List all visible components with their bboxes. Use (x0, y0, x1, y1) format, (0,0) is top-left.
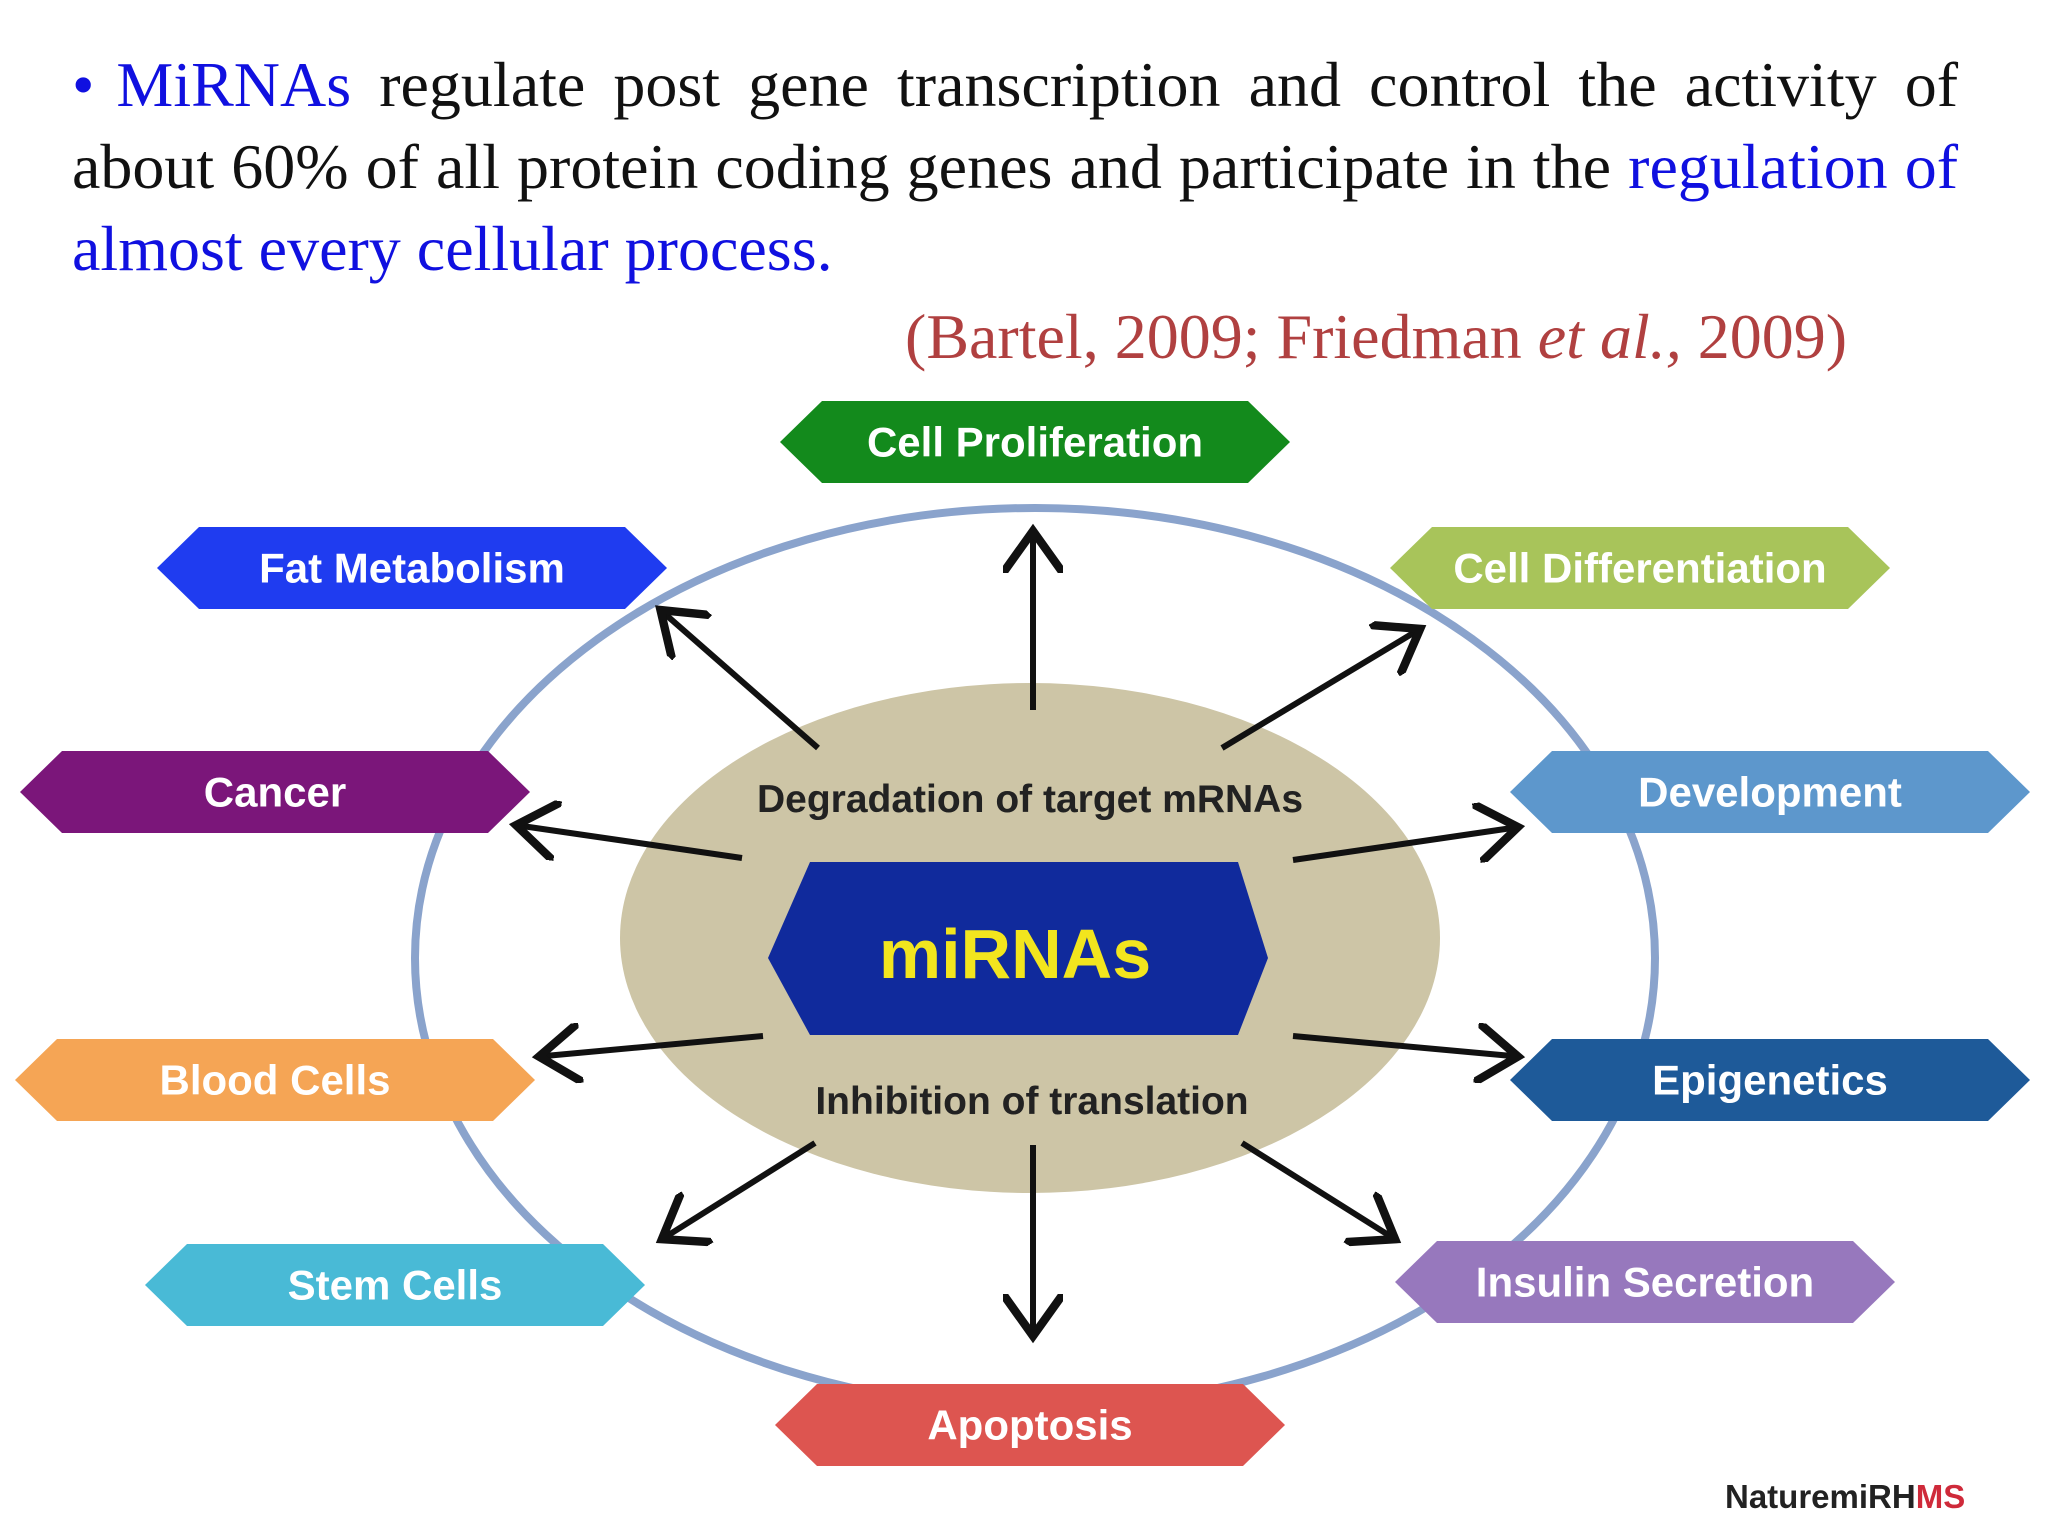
process-label-stem-cells: Stem Cells (288, 1262, 503, 1309)
brand-main: NaturemiRH (1725, 1478, 1916, 1515)
mirna-term: MiRNAs (116, 49, 352, 120)
process-label-blood-cells: Blood Cells (159, 1057, 390, 1104)
process-tag-cancer (20, 751, 530, 833)
process-label-fat-metabolism: Fat Metabolism (259, 545, 565, 592)
arrow-epigenetics (1292, 1036, 1512, 1056)
process-label-cell-differentiation: Cell Differentiation (1453, 545, 1826, 592)
center-label: miRNAs (879, 915, 1151, 993)
arrows (522, 537, 1512, 1330)
process-tag-fat-metabolism (157, 527, 667, 609)
citation-part-b: 2009) (1681, 301, 1848, 372)
process-tag-epigenetics (1510, 1039, 2030, 1121)
arrow-blood-cells (545, 1036, 764, 1056)
brand-watermark: NaturemiRHMS (1725, 1478, 1965, 1516)
citation: (Bartel, 2009; Friedman et al., 2009) (905, 296, 1847, 378)
slide-body-text: regulate post gene transcription and con… (72, 49, 1958, 202)
center-hexagon (768, 862, 1268, 1035)
arrow-stem-cells (667, 1140, 817, 1236)
process-tag-cell-differentiation (1390, 527, 1890, 609)
process-label-development: Development (1638, 769, 1902, 816)
process-tag-insulin-secretion (1395, 1241, 1895, 1323)
process-tag-apoptosis (775, 1384, 1285, 1466)
upper-mechanism-label: Degradation of target mRNAs (757, 778, 1303, 821)
arrow-cancer (522, 826, 743, 861)
lower-mechanism-label: Inhibition of translation (815, 1080, 1248, 1123)
process-label-insulin-secretion: Insulin Secretion (1476, 1259, 1814, 1306)
citation-part-a: (Bartel, 2009; Friedman (905, 301, 1538, 372)
arrow-fat-metabolism (665, 614, 820, 751)
process-label-cancer: Cancer (204, 769, 346, 816)
brand-accent: MS (1915, 1478, 1966, 1515)
process-tag-development (1510, 751, 2030, 833)
arrow-development (1292, 828, 1512, 863)
bullet-marker: • (72, 49, 95, 120)
slide-text: • MiRNAs regulate post gene transcription… (72, 44, 1958, 290)
process-label-apoptosis: Apoptosis (927, 1402, 1132, 1449)
process-tag-stem-cells (145, 1244, 645, 1326)
process-tag-blood-cells (15, 1039, 535, 1121)
process-label-cell-proliferation: Cell Proliferation (867, 419, 1203, 466)
arrow-insulin-secretion (1240, 1140, 1390, 1236)
citation-italic: et al., (1537, 301, 1682, 372)
slide-emphasis-text: regulation of almost every cellular proc… (72, 131, 1959, 284)
arrow-cell-differentiation (1220, 632, 1415, 751)
process-tag-cell-proliferation (780, 401, 1290, 483)
process-label-epigenetics: Epigenetics (1652, 1057, 1888, 1104)
